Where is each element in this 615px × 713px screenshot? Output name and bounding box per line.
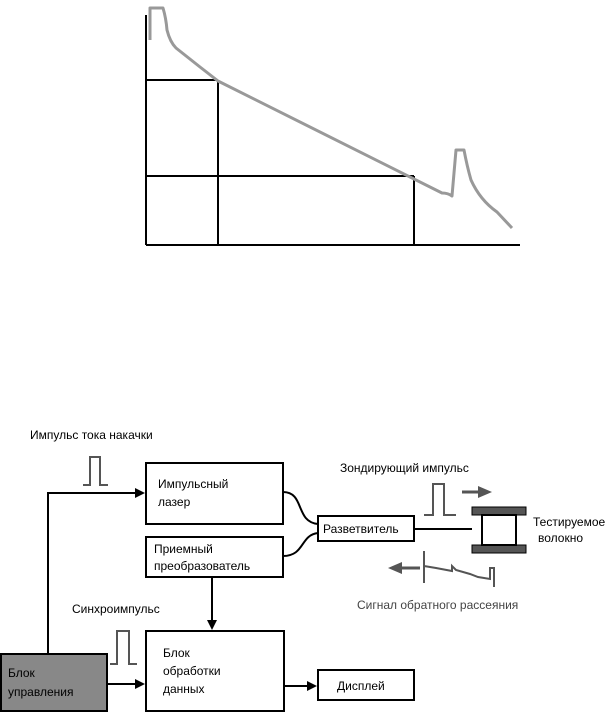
display-label: Дисплей [337,679,385,693]
fiber-spool-icon [471,506,527,554]
square-pulse-icon [83,456,108,486]
control-label-1: Блок [8,666,36,680]
sync-pulse-label: Синхроимпульс [72,602,160,616]
receiver-label-1: Приемный [154,542,213,556]
processing-label-1: Блок [163,646,191,660]
laser-to-splitter-fiber [282,491,319,525]
probe-pulse-label: Зондирующий импульс [340,461,469,475]
splitter-to-receiver-fiber [282,532,319,557]
backscatter-waveform [423,551,495,587]
control-label-2: управления [8,685,73,699]
processing-block: Блок обработки данных [145,630,285,712]
processing-label-3: данных [163,682,205,696]
processing-label-2: обработки [163,664,221,678]
laser-label-1: Импульсный [158,477,228,491]
reflectogram [145,6,520,246]
display-block: Дисплей [317,669,415,701]
control-block: Блок управления [0,653,108,712]
control-to-laser-connector [47,488,145,654]
laser-label-2: лазер [158,495,191,509]
backscatter-label: Сигнал обратного рассеяния [357,598,518,612]
splitter-block: Разветвитель [317,515,415,542]
fiber-label-2: волокно [538,531,583,545]
receiver-block: Приемный преобразователь [145,536,284,578]
arrow-left-icon [388,562,420,574]
square-pulse-icon [424,483,456,516]
splitter-label: Разветвитель [323,522,399,536]
block-diagram: Импульс тока накачки Зондирующий импульс… [0,428,606,712]
arrow-right-icon [462,486,492,498]
fiber-label-1: Тестируемое [533,515,606,529]
laser-block: Импульсный лазер [145,462,284,525]
backscatter-trace [148,6,514,230]
receiver-label-2: преобразователь [154,559,250,573]
square-pulse-icon [110,630,137,665]
pump-pulse-label: Импульс тока накачки [30,428,153,442]
